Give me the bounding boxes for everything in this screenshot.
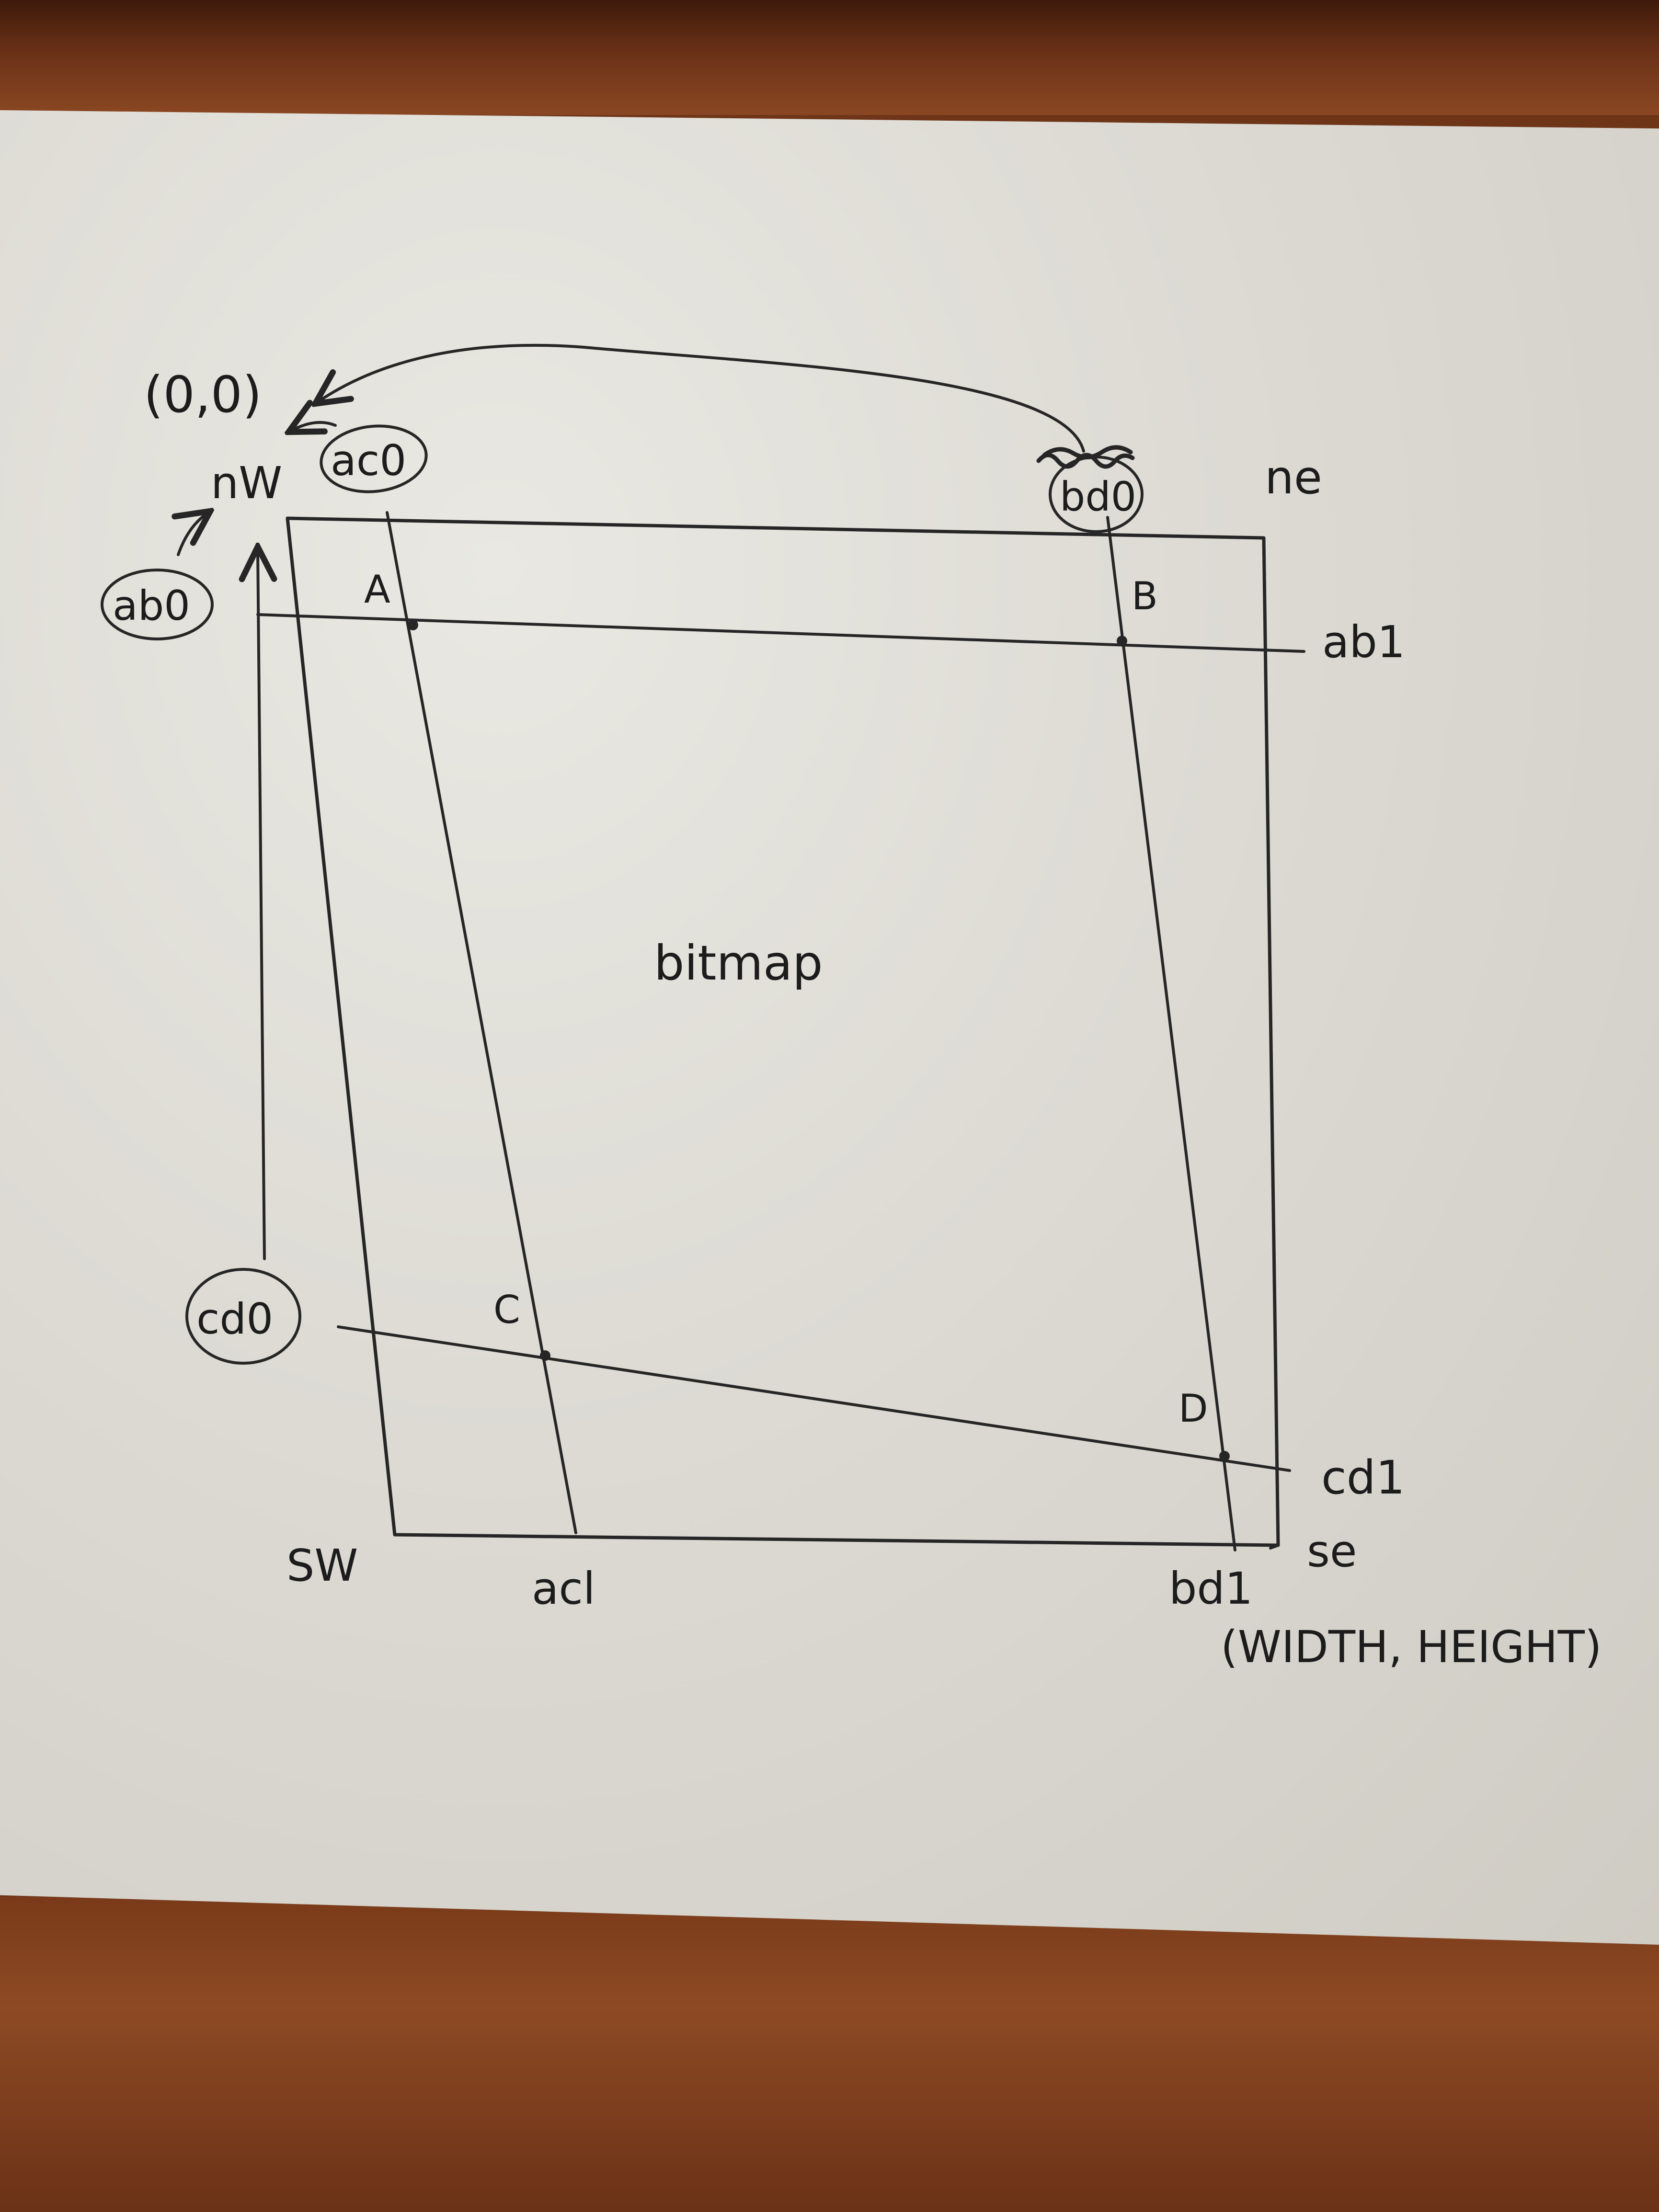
point-a	[408, 620, 418, 630]
ac0-label: ac0	[331, 436, 406, 485]
sw-corner-label: SW	[286, 1540, 358, 1591]
bd0-scribble	[1036, 445, 1135, 469]
line-bd	[1106, 516, 1236, 1551]
arrow-ab0-to-nw	[178, 513, 207, 556]
ab0-circle	[101, 569, 214, 640]
cd1-label: cd1	[1321, 1451, 1405, 1505]
ab0-label: ab0	[113, 582, 190, 630]
arrow-bd0-to-origin	[319, 343, 1085, 453]
ac0-circle	[320, 424, 428, 493]
ab1-label: ab1	[1322, 616, 1405, 668]
bd0-label: bd0	[1060, 473, 1136, 520]
point-b-label: B	[1132, 574, 1158, 618]
bd1-label: bd1	[1169, 1563, 1253, 1614]
se-corner-tick	[1269, 1544, 1280, 1550]
line-ac	[386, 511, 577, 1534]
point-c-label: C	[493, 1288, 520, 1332]
ne-corner-label: ne	[1265, 451, 1322, 504]
cd0-label: cd0	[196, 1294, 273, 1344]
line-cd	[337, 1325, 1291, 1472]
paper-sheet	[0, 110, 1659, 1945]
point-a-label: A	[364, 567, 390, 612]
cd0-circle	[185, 1268, 301, 1365]
origin-label: (0,0)	[144, 365, 262, 424]
size-label: (WIDTH, HEIGHT)	[1221, 1621, 1602, 1673]
ac1-label: acl	[532, 1563, 595, 1614]
table-surface-bottom	[0, 1897, 1659, 2212]
point-d	[1219, 1451, 1230, 1461]
nw-corner-label: nW	[211, 457, 282, 509]
bitmap-label: bitmap	[654, 935, 823, 991]
se-corner-label: se	[1307, 1526, 1357, 1577]
point-b	[1117, 636, 1127, 646]
arrow-ac0-to-origin	[292, 422, 337, 430]
table-surface-top	[0, 0, 1659, 115]
point-c	[540, 1350, 550, 1361]
point-d-label: D	[1178, 1386, 1208, 1431]
bitmap-outline	[286, 516, 1280, 1547]
arrow-cd0-to-ab0	[258, 551, 264, 1260]
line-ab	[256, 613, 1305, 653]
